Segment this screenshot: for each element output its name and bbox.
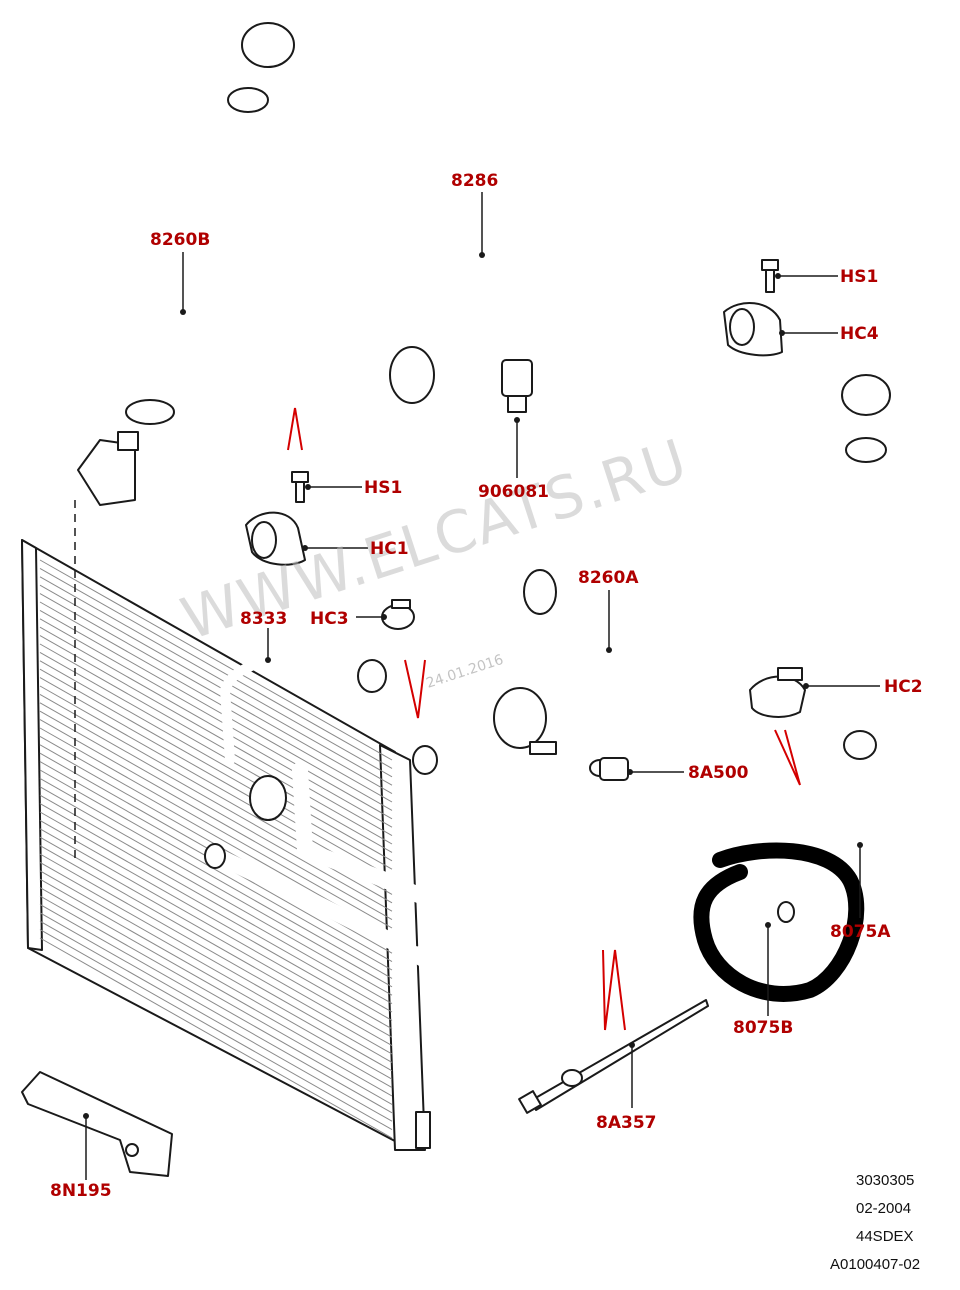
radiator-fin: [39, 719, 393, 921]
bolt-hs1-top: [761, 259, 779, 293]
radiator-fin: [39, 920, 393, 1122]
bolt-hs1-mid: [291, 471, 309, 503]
radiator-fin: [39, 861, 393, 1063]
label-8260a: 8260A: [578, 568, 639, 588]
radiator-fin: [39, 803, 393, 1005]
radiator-fin: [39, 677, 393, 879]
radiator-fin: [39, 727, 393, 929]
radiator-fin: [39, 702, 393, 904]
leader-lines: [83, 192, 880, 1180]
radiator-fin: [39, 887, 393, 1089]
lower-hoses: [204, 726, 883, 968]
radiator-fin: [39, 786, 393, 988]
label-hs1-top: HS1: [840, 267, 878, 287]
radiator-fins: [39, 559, 393, 1139]
radiator-fin: [39, 912, 393, 1114]
cable-tie-8a357: [518, 999, 709, 1114]
radiator-fin: [39, 794, 393, 996]
sensor-906081: [501, 359, 533, 413]
red-marks: [287, 407, 801, 1031]
label-8n195: 8N195: [50, 1181, 112, 1201]
ref-code-4: A0100407-02: [830, 1256, 920, 1273]
ref-code-3: 44SDEX: [856, 1228, 914, 1245]
radiator-fin: [39, 601, 393, 803]
radiator-fin: [39, 567, 393, 769]
radiator-fin: [39, 618, 393, 820]
radiator-fin: [39, 643, 393, 845]
radiator-fin: [39, 710, 393, 912]
marker-circle: [693, 842, 865, 1002]
label-8075a: 8075A: [830, 922, 891, 942]
label-8a357: 8A357: [596, 1113, 656, 1133]
radiator-fin: [39, 576, 393, 778]
radiator-fin: [39, 929, 393, 1131]
label-8333: 8333: [240, 609, 287, 629]
radiator-fin: [39, 870, 393, 1072]
label-hc3: HC3: [310, 609, 349, 629]
radiator-fin: [39, 626, 393, 828]
radiator-fin: [39, 903, 393, 1105]
label-8a500: 8A500: [688, 763, 749, 783]
radiator-fin: [39, 878, 393, 1080]
radiator-fin: [39, 777, 393, 979]
clamp-hc3: [381, 599, 415, 630]
radiator-fin: [39, 845, 393, 1047]
clip-hc4: [723, 301, 783, 357]
label-906081: 906081: [478, 482, 549, 502]
label-8286: 8286: [451, 171, 498, 191]
label-hc2: HC2: [884, 677, 923, 697]
radiator-fin: [39, 811, 393, 1013]
bracket-8n195: [21, 1071, 173, 1177]
clip-hc1: [245, 511, 306, 566]
ref-code-2: 02-2004: [856, 1200, 911, 1217]
radiator-fin: [39, 828, 393, 1030]
radiator-fin: [39, 937, 393, 1139]
watermark-date: 24.01.2016: [424, 652, 505, 692]
radiator-fin: [39, 895, 393, 1097]
label-hc4: HC4: [840, 324, 879, 344]
hose-8260a: [449, 563, 681, 755]
radiator-fin: [39, 584, 393, 786]
radiator-fin: [39, 609, 393, 811]
radiator-fin: [39, 836, 393, 1038]
radiator-fin: [39, 593, 393, 795]
label-8075b: 8075B: [733, 1018, 793, 1038]
hose-8286: [224, 22, 891, 520]
clip-hc2: [749, 667, 806, 718]
radiator-fin: [39, 651, 393, 853]
radiator-fin: [39, 769, 393, 971]
hose-8333: [220, 652, 387, 765]
ref-code-1: 3030305: [856, 1172, 914, 1189]
label-hc1: HC1: [370, 539, 409, 559]
radiator-fin: [39, 819, 393, 1021]
hose-8260b: [77, 317, 435, 506]
radiator-fin: [39, 559, 393, 761]
plug-8a500: [589, 757, 629, 781]
radiator-fin: [39, 660, 393, 862]
hose-8075b: [713, 901, 795, 923]
label-hs1-mid: HS1: [364, 478, 402, 498]
radiator-fin: [39, 635, 393, 837]
label-8260b: 8260B: [150, 230, 210, 250]
radiator-fin: [39, 853, 393, 1055]
radiator-fin: [39, 668, 393, 870]
